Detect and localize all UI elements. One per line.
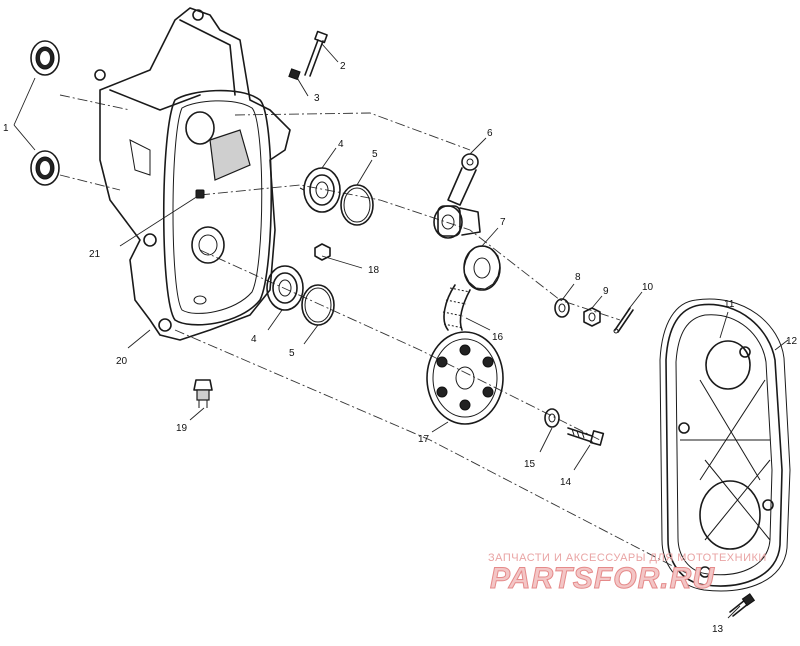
watermark: ЗАПЧАСТИ И АКСЕССУАРЫ ДЛЯ МОТОТЕХНИКИ PA… bbox=[488, 552, 767, 596]
callout-3: 3 bbox=[314, 93, 320, 104]
callout-5-lower: 5 bbox=[289, 348, 295, 359]
watermark-brand: PARTSFOR.RU bbox=[490, 562, 715, 595]
callout-9: 9 bbox=[603, 286, 609, 297]
jam-nut bbox=[288, 68, 301, 81]
oil-seal-lower bbox=[30, 150, 60, 186]
callout-6: 6 bbox=[487, 128, 493, 139]
assembly-axis-lines bbox=[59, 94, 691, 576]
upper-sprocket bbox=[463, 245, 501, 291]
castle-nut bbox=[583, 307, 601, 327]
bearing-lower bbox=[266, 265, 304, 311]
watermark-tagline: ЗАПЧАСТИ И АКСЕССУАРЫ ДЛЯ МОТОТЕХНИКИ bbox=[488, 552, 767, 564]
bearing-upper bbox=[299, 167, 341, 213]
callout-labels: 1 2 3 4 4 5 5 6 7 8 9 10 11 12 13 14 15 … bbox=[3, 61, 798, 635]
snap-ring-upper bbox=[340, 184, 374, 226]
callout-16: 16 bbox=[492, 332, 504, 343]
callout-5-upper: 5 bbox=[372, 149, 378, 160]
callout-13: 13 bbox=[712, 624, 724, 635]
callout-10: 10 bbox=[642, 282, 654, 293]
callout-1: 1 bbox=[3, 123, 9, 134]
chaincase-housing bbox=[94, 7, 291, 341]
cover-gasket bbox=[659, 298, 791, 592]
callout-19: 19 bbox=[176, 423, 188, 434]
callout-15: 15 bbox=[524, 459, 536, 470]
cover-bolt bbox=[729, 593, 756, 617]
chain-tensioner-arm bbox=[433, 153, 481, 239]
callout-18: 18 bbox=[368, 265, 380, 276]
flat-washer-lower bbox=[544, 408, 560, 428]
flat-washer-upper bbox=[554, 298, 570, 318]
retaining-nut bbox=[314, 243, 331, 261]
callout-4-upper: 4 bbox=[338, 139, 344, 150]
drain-plug bbox=[193, 379, 213, 408]
cotter-pin bbox=[613, 307, 634, 334]
oil-seal-upper bbox=[30, 40, 60, 76]
callout-17: 17 bbox=[418, 434, 430, 445]
callout-7: 7 bbox=[500, 217, 506, 228]
drive-chain bbox=[442, 284, 471, 331]
leader-lines bbox=[13, 43, 789, 619]
snap-ring-lower bbox=[301, 284, 335, 326]
callout-21: 21 bbox=[89, 249, 101, 260]
callout-20: 20 bbox=[116, 356, 128, 367]
callout-14: 14 bbox=[560, 477, 572, 488]
callout-2: 2 bbox=[340, 61, 346, 72]
callout-8: 8 bbox=[575, 272, 581, 283]
callout-12: 12 bbox=[786, 336, 798, 347]
adjuster-bolt bbox=[304, 30, 328, 77]
callout-11: 11 bbox=[724, 299, 735, 310]
sprocket-bolt bbox=[567, 427, 605, 446]
callout-4-lower: 4 bbox=[251, 334, 257, 345]
chaincase-cover bbox=[665, 303, 783, 587]
lower-sprocket bbox=[426, 331, 504, 425]
